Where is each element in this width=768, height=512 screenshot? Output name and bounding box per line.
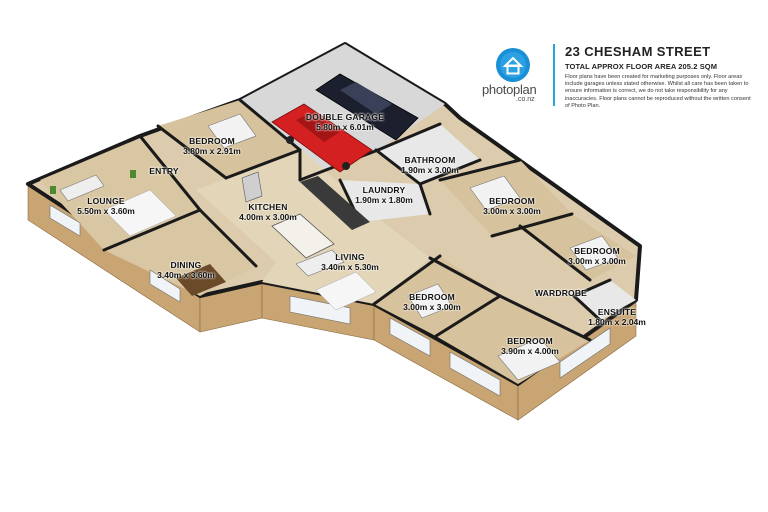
photoplan-logo: photoplan .co.nz — [482, 46, 558, 103]
furniture — [50, 113, 619, 381]
house-icon — [496, 48, 530, 82]
living-floor — [262, 220, 430, 304]
dark-car — [315, 73, 419, 141]
living-rug — [315, 271, 377, 311]
room-label-wardrobe: WARDROBE — [534, 288, 588, 298]
lounge-sofa — [59, 174, 105, 202]
plant-entry — [130, 170, 136, 178]
dining-table — [176, 264, 226, 296]
laundry-floor — [340, 180, 430, 222]
windows — [49, 204, 611, 397]
floor-area: TOTAL APPROX FLOOR AREA 205.2 SQM — [565, 62, 718, 71]
lounge-rug — [103, 189, 177, 237]
disclaimer: Floor plans have been created for market… — [565, 74, 751, 109]
interior-walls — [102, 98, 612, 342]
kitchen-island — [271, 213, 335, 259]
header-divider — [553, 44, 555, 106]
plant-lounge — [50, 186, 56, 194]
red-car — [271, 103, 373, 173]
room-label-entry: ENTRY — [149, 166, 179, 176]
brand-name: photoplan — [482, 82, 537, 97]
info-block: 23 CHESHAM STREET TOTAL APPROX FLOOR ARE… — [565, 44, 765, 110]
garage-cars — [271, 73, 419, 173]
property-address: 23 CHESHAM STREET — [565, 44, 711, 59]
bed-right-upper — [469, 175, 521, 211]
bed-master — [497, 337, 561, 381]
fridge — [241, 171, 263, 203]
bed-center — [407, 283, 453, 319]
living-sofa — [295, 249, 345, 277]
kitchen-bench — [300, 176, 370, 230]
bed-right — [569, 235, 619, 271]
bed-top-left — [207, 113, 257, 149]
brand-suffix: .co.nz — [516, 96, 535, 103]
